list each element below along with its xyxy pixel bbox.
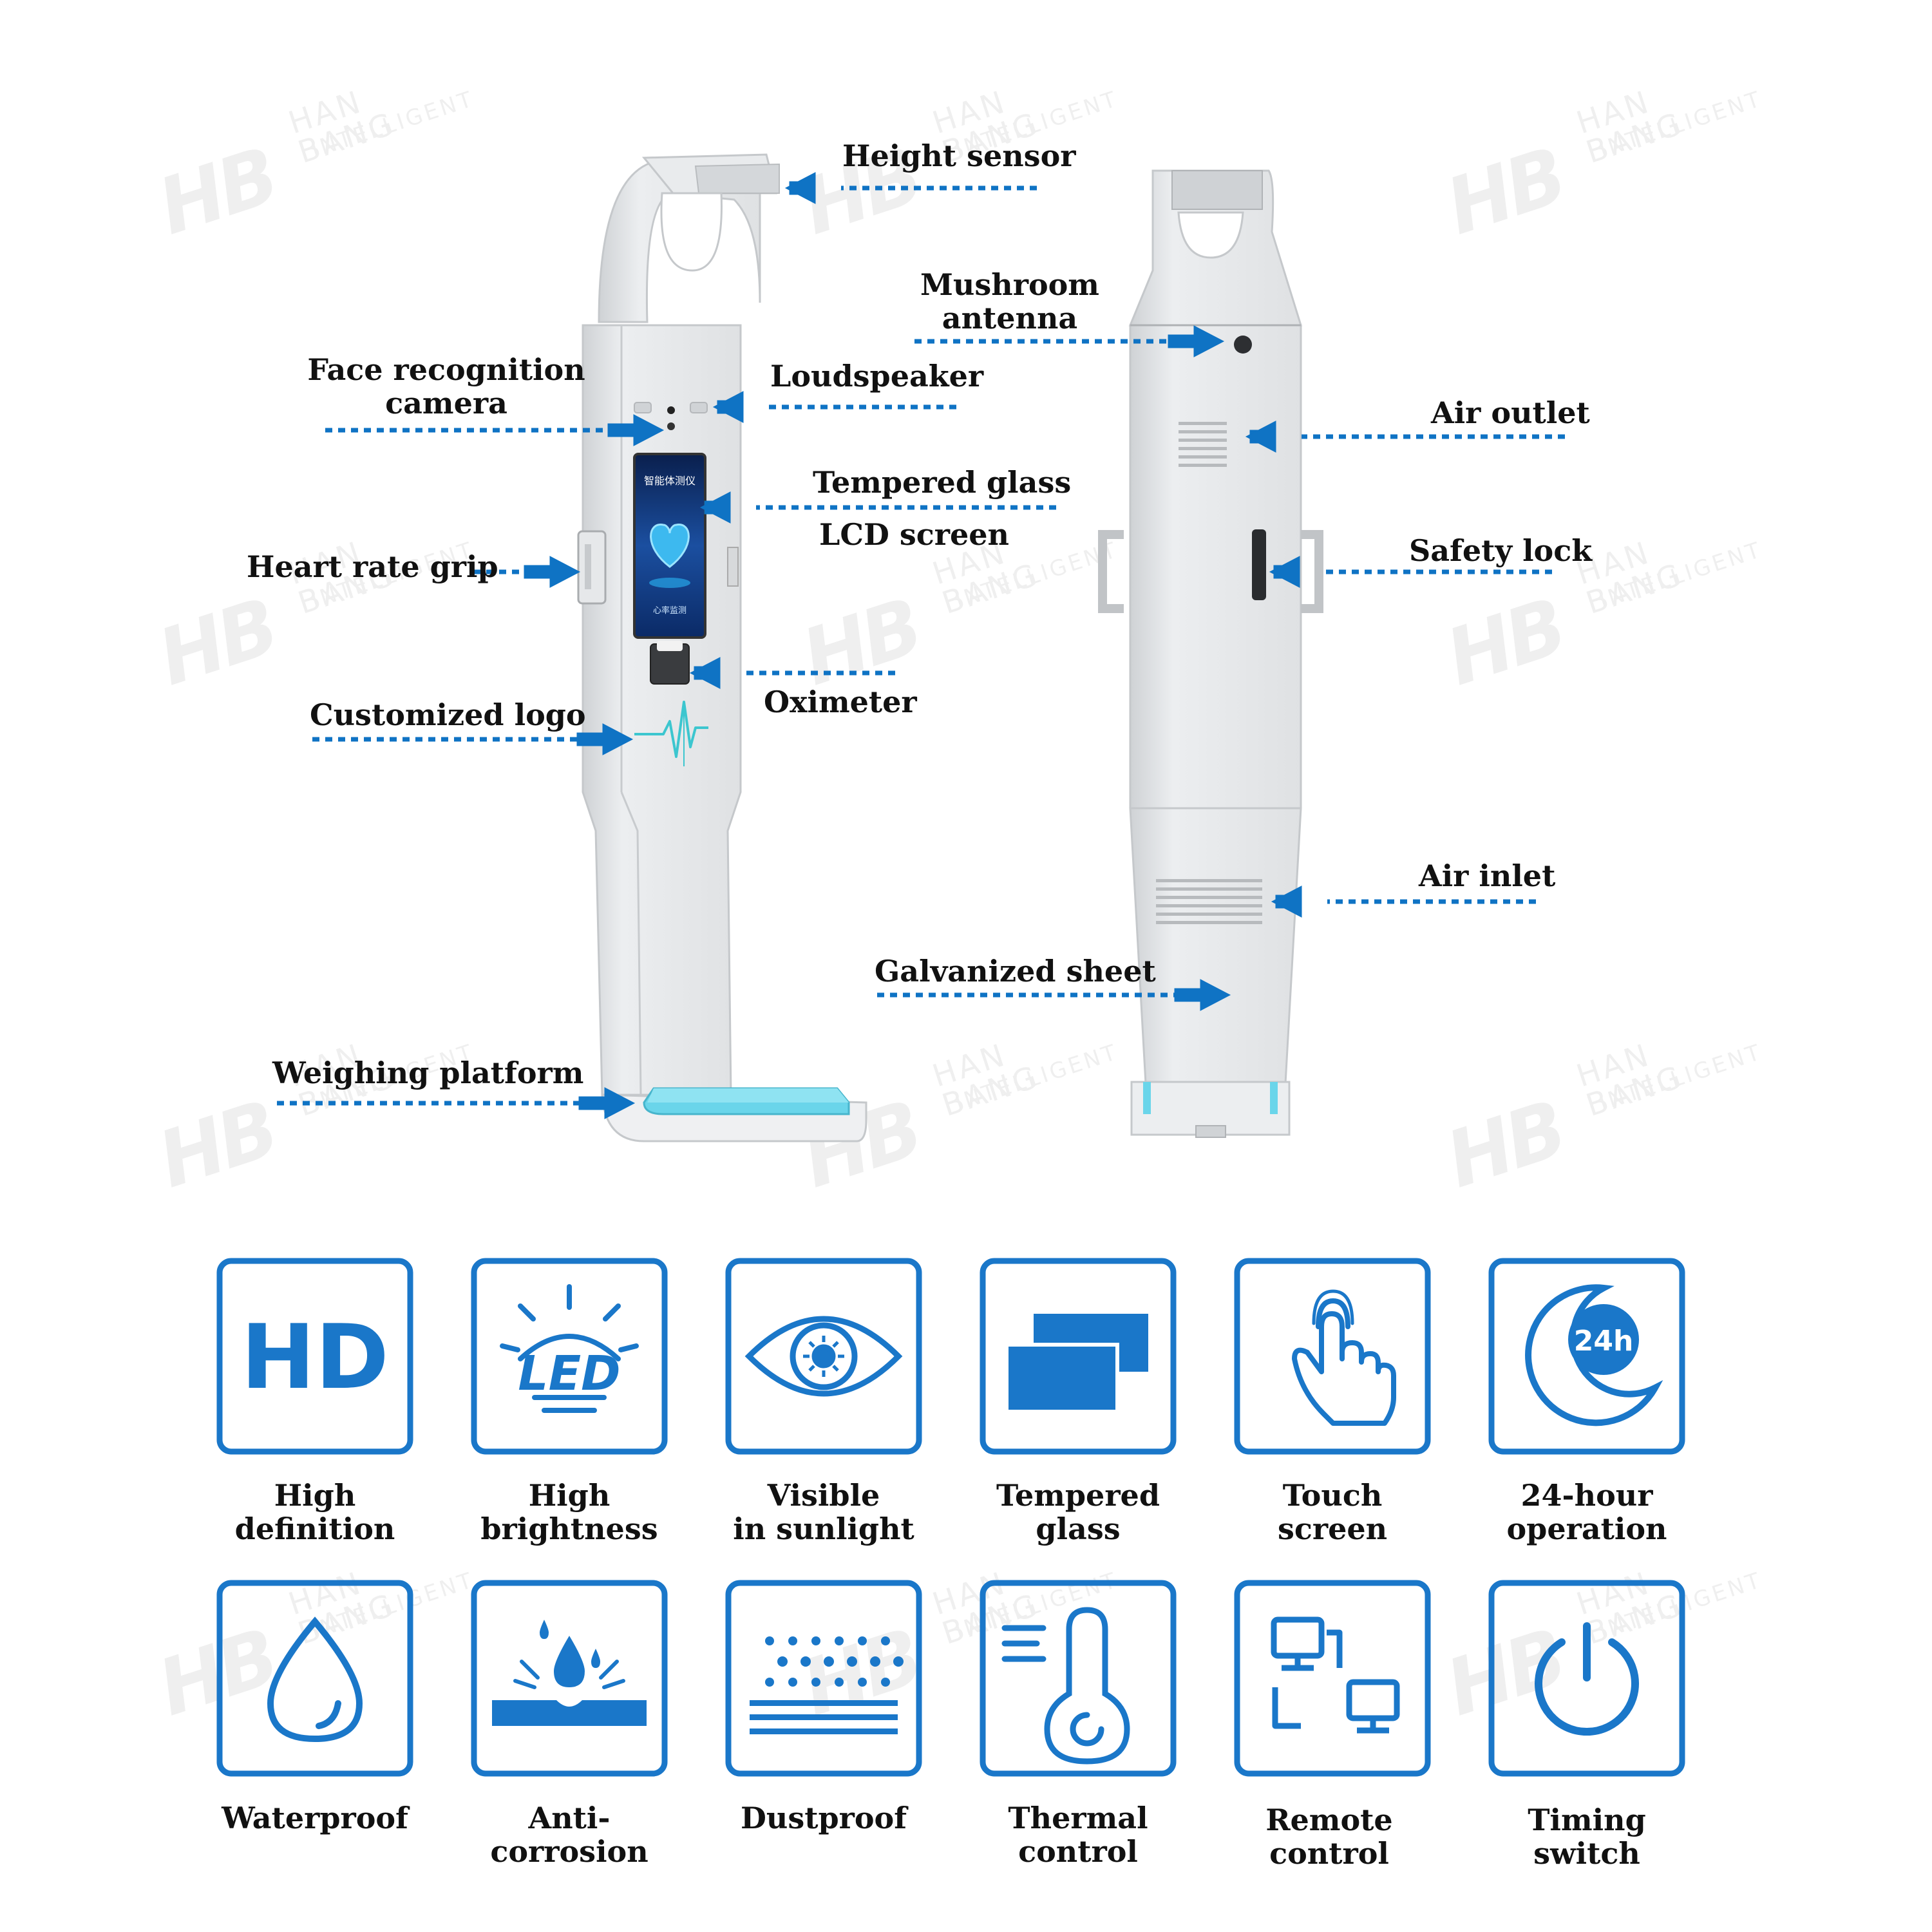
label-mushroom-antenna-line1: Mushroom [920,267,1099,302]
svg-text:LED: LED [518,1346,620,1401]
dust-particle [811,1678,820,1687]
dust-particle [788,1678,797,1687]
arrow-customized-logo [312,723,634,755]
anti-corrosion-icon [492,1620,647,1726]
dust-particle [765,1678,774,1687]
feature-box [1488,1258,1685,1455]
dust-particle [881,1678,890,1687]
back-device [1098,169,1323,1138]
dust-particle [847,1656,857,1667]
feature-box [216,1580,413,1777]
arrow-height-sensor [784,172,1037,204]
arrow-safety-lock [1269,556,1552,588]
dust-particle [870,1656,880,1667]
dust-particle [811,1636,820,1645]
dust-particle [800,1656,811,1667]
label-loudspeaker: Loudspeaker [770,359,984,393]
feature-caption: Waterproof [222,1801,408,1835]
glass-panels-icon [1005,1314,1148,1414]
label-weighing-platform: Weighing platform [272,1056,584,1090]
network-icon [1271,1616,1400,1734]
thermometer-icon [1001,1607,1130,1765]
feature-box [471,1580,668,1777]
feature-box [471,1258,668,1455]
label-face-camera-line1: Face recognition [307,352,585,387]
touch-hand-icon [1292,1289,1396,1426]
arrow-tempered-glass [699,491,1056,524]
eye-sun-icon [744,1316,903,1397]
label-face-camera-line2: camera [385,386,507,421]
label-mushroom-antenna-line2: antenna [942,301,1078,336]
dust-particle [858,1678,867,1687]
feature-box [725,1580,922,1777]
water-drop-icon [267,1616,363,1743]
arrow-oximeter [689,657,895,689]
feature-icon-grid: HD LED [216,1258,1685,1777]
label-tempered-glass: Tempered glass [813,465,1072,500]
arrow-mushroom-antenna [914,325,1225,357]
dust-particle [765,1636,774,1645]
feature-box [216,1258,413,1455]
arrow-face-camera [325,414,665,446]
feature-box [725,1258,922,1455]
device-illustrations: 智能体测仪 心率监测 [277,153,1565,1142]
dust-particle [858,1636,867,1645]
arrow-loudspeaker [712,391,956,423]
feature-box [1488,1580,1685,1777]
feature-box [1234,1580,1431,1777]
dust-particle [835,1678,844,1687]
dust-particle [788,1636,797,1645]
dust-particle [893,1656,904,1667]
arrow-weighing-platform [277,1087,636,1119]
feature-box [980,1580,1177,1777]
feature-caption: Dustproof [740,1801,907,1835]
led-icon: LED [500,1284,639,1413]
dust-particle [824,1656,834,1667]
dust-icon [750,1636,904,1734]
feature-box [980,1258,1177,1455]
label-oximeter: Oximeter [764,685,917,719]
dust-particle [777,1656,788,1667]
dust-particle [881,1636,890,1645]
label-air-outlet: Air outlet [1431,395,1590,430]
arrow-galvanized-sheet [877,979,1231,1011]
label-galvanized-sheet: Galvanized sheet [875,954,1156,989]
power-icon [1535,1622,1639,1736]
dust-particle [835,1636,844,1645]
hd-icon: HD [241,1305,389,1409]
svg-text:24h: 24h [1574,1325,1634,1358]
front-device: 智能体测仪 心率监测 [577,153,867,1142]
arrow-air-outlet [1245,421,1565,453]
label-air-inlet: Air inlet [1419,858,1556,893]
feature-caption: Anti-corrosion [490,1801,649,1869]
label-safety-lock: Safety lock [1409,533,1593,568]
screen-title: 智能体测仪 [644,475,696,487]
label-customized-logo: Customized logo [310,697,586,732]
arrow-air-inlet [1271,886,1536,918]
moon-24h-icon: 24h [1525,1284,1663,1426]
label-heart-rate-grip: Heart rate grip [247,549,498,584]
screen-subtitle: 心率监测 [653,605,687,616]
arrow-heart-rate-grip [473,556,581,588]
label-height-sensor: Height sensor [842,138,1076,173]
label-lcd-screen: LCD screen [819,517,1009,552]
feature-box [1234,1258,1431,1455]
